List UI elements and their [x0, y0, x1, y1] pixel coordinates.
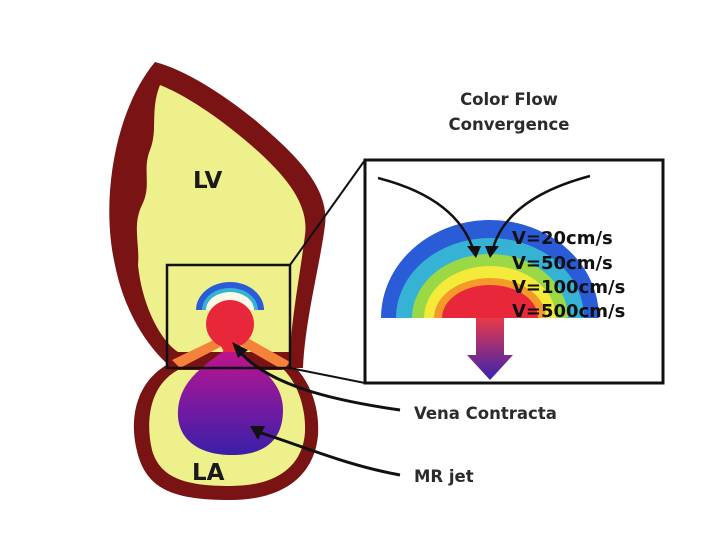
- inflow-arrows: [377, 174, 591, 253]
- left-ventricle: [109, 62, 326, 368]
- magnified-inset: V=20cm/s V=50cm/s V=100cm/s V=500cm/s: [363, 158, 665, 385]
- zoom-region-box: [165, 263, 292, 370]
- diagram-title-line2: Convergence: [449, 115, 570, 134]
- pisa-small-core: [206, 300, 254, 348]
- pointer-heads: [232, 342, 265, 440]
- velocity-labels: V=20cm/s V=50cm/s V=100cm/s V=500cm/s: [512, 228, 625, 322]
- mitral-leaflets: [172, 336, 290, 370]
- regurgitant-flow-arrow: [467, 318, 513, 380]
- inflow-arrowheads: [467, 246, 499, 258]
- vena-contracta-pointer-head: [232, 342, 248, 358]
- connector-top: [289, 159, 366, 266]
- pisa-shell-red: [442, 285, 538, 318]
- pisa-small: [196, 282, 264, 352]
- vena-contracta-pointer: [238, 350, 401, 412]
- inflow-arrow-right: [490, 174, 591, 253]
- connector-bottom: [289, 367, 366, 384]
- diagram-title-line1: Color Flow: [460, 90, 558, 109]
- mr-jet-pointer-head: [250, 426, 265, 440]
- lv-cavity: [136, 85, 306, 352]
- inflow-arrow-left: [377, 176, 476, 253]
- arrowhead-right: [485, 246, 499, 258]
- velocity-label-20: V=20cm/s: [512, 228, 613, 249]
- zoom-connector-lines: [289, 159, 366, 384]
- posterior-leaflet: [238, 336, 290, 370]
- mr-jet-label: MR jet: [414, 467, 474, 486]
- arrowhead-left: [467, 246, 481, 258]
- velocity-label-100: V=100cm/s: [512, 277, 625, 298]
- annotation-pointers: [238, 350, 401, 477]
- velocity-label-500: V=500cm/s: [512, 301, 625, 322]
- anterior-leaflet: [172, 336, 226, 368]
- mr-jet-pointer: [257, 430, 401, 477]
- pisa-large: [381, 220, 599, 318]
- la-label: LA: [192, 460, 225, 486]
- velocity-label-50: V=50cm/s: [512, 253, 613, 274]
- vena-contracta-label: Vena Contracta: [414, 404, 557, 423]
- lv-label: LV: [193, 168, 222, 194]
